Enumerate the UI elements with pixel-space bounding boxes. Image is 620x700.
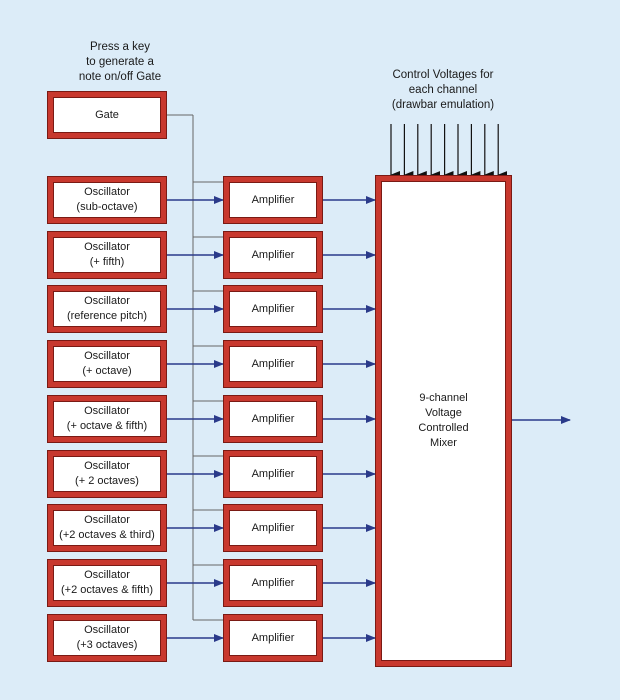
mixer-label-line: Controlled: [418, 422, 469, 434]
amplifier-box: Amplifier: [224, 451, 322, 497]
amplifier-label: Amplifier: [251, 302, 295, 315]
oscillator-label: Oscillator (+2 octaves & fifth): [61, 568, 153, 598]
amplifier-box: Amplifier: [224, 505, 322, 551]
mixer-label-line: Mixer: [430, 437, 457, 449]
oscillator-label-line: Oscillator: [84, 514, 130, 526]
oscillator-label: Oscillator (sub-octave): [76, 185, 137, 215]
amplifier-label: Amplifier: [251, 467, 295, 480]
oscillator-label-line: (+2 octaves & fifth): [60, 584, 153, 596]
amplifier-box: Amplifier: [224, 396, 322, 442]
amplifier-label: Amplifier: [251, 576, 295, 589]
oscillator-box: Oscillator (sub-octave): [48, 177, 166, 223]
control-voltage-note: Control Voltages for each channel (drawb…: [360, 68, 526, 113]
oscillator-label-line: (+ octave): [82, 365, 132, 377]
oscillator-label-line: Oscillator: [84, 186, 130, 198]
oscillator-label-line: Oscillator: [84, 405, 130, 417]
gate-box: Gate: [48, 92, 166, 138]
control-note-line: each channel: [408, 84, 478, 96]
oscillator-label-line: Oscillator: [84, 241, 130, 253]
oscillator-label-line: (+ fifth): [89, 256, 125, 268]
oscillator-label-line: (+ 2 octaves): [75, 475, 139, 487]
amplifier-box: Amplifier: [224, 615, 322, 661]
oscillator-label-line: Oscillator: [84, 350, 130, 362]
amplifier-label: Amplifier: [251, 357, 295, 370]
gate-note-line: to generate a: [86, 56, 154, 68]
mixer-label: 9-channel Voltage Controlled Mixer: [418, 391, 468, 451]
amplifier-label: Amplifier: [251, 193, 295, 206]
amplifier-label: Amplifier: [251, 248, 295, 261]
oscillator-label-line: (sub-octave): [76, 201, 138, 213]
amplifier-box: Amplifier: [224, 560, 322, 606]
oscillator-label: Oscillator (+2 octaves & third): [59, 513, 155, 543]
gate-box-label: Gate: [95, 108, 119, 121]
amplifier-label: Amplifier: [251, 412, 295, 425]
amplifier-box: Amplifier: [224, 177, 322, 223]
amplifier-label: Amplifier: [251, 631, 295, 644]
oscillator-box: Oscillator (+2 octaves & third): [48, 505, 166, 551]
control-note-line: (drawbar emulation): [391, 99, 495, 111]
oscillator-label-line: (+ octave & fifth): [66, 420, 148, 432]
mixer-label-line: Voltage: [425, 407, 462, 419]
mixer-label-line: 9-channel: [419, 392, 468, 404]
oscillator-label-line: Oscillator: [84, 624, 130, 636]
oscillator-label: Oscillator (+ 2 octaves): [75, 459, 139, 489]
oscillator-box: Oscillator (reference pitch): [48, 286, 166, 332]
amplifier-label: Amplifier: [251, 521, 295, 534]
oscillator-label: Oscillator (+ octave): [82, 349, 131, 379]
gate-note: Press a key to generate a note on/off Ga…: [40, 40, 200, 85]
oscillator-label: Oscillator (reference pitch): [67, 294, 147, 324]
oscillator-box: Oscillator (+3 octaves): [48, 615, 166, 661]
oscillator-box: Oscillator (+ octave & fifth): [48, 396, 166, 442]
amplifier-box: Amplifier: [224, 341, 322, 387]
oscillator-label: Oscillator (+3 octaves): [77, 623, 138, 653]
mixer-box: 9-channel Voltage Controlled Mixer: [376, 176, 511, 666]
oscillator-label-line: Oscillator: [84, 460, 130, 472]
oscillator-label: Oscillator (+ fifth): [84, 240, 130, 270]
oscillator-box: Oscillator (+2 octaves & fifth): [48, 560, 166, 606]
oscillator-box: Oscillator (+ fifth): [48, 232, 166, 278]
oscillator-label-line: (+3 octaves): [76, 639, 138, 651]
gate-note-line: note on/off Gate: [78, 71, 162, 83]
control-note-line: Control Voltages for: [392, 69, 494, 81]
oscillator-label-line: Oscillator: [84, 295, 130, 307]
gate-note-line: Press a key: [89, 41, 151, 53]
oscillator-label-line: (+2 octaves & third): [59, 529, 155, 541]
amplifier-box: Amplifier: [224, 232, 322, 278]
oscillator-label: Oscillator (+ octave & fifth): [67, 404, 147, 434]
oscillator-label-line: (reference pitch): [66, 310, 148, 322]
oscillator-box: Oscillator (+ 2 octaves): [48, 451, 166, 497]
oscillator-box: Oscillator (+ octave): [48, 341, 166, 387]
amplifier-box: Amplifier: [224, 286, 322, 332]
oscillator-label-line: Oscillator: [84, 569, 130, 581]
